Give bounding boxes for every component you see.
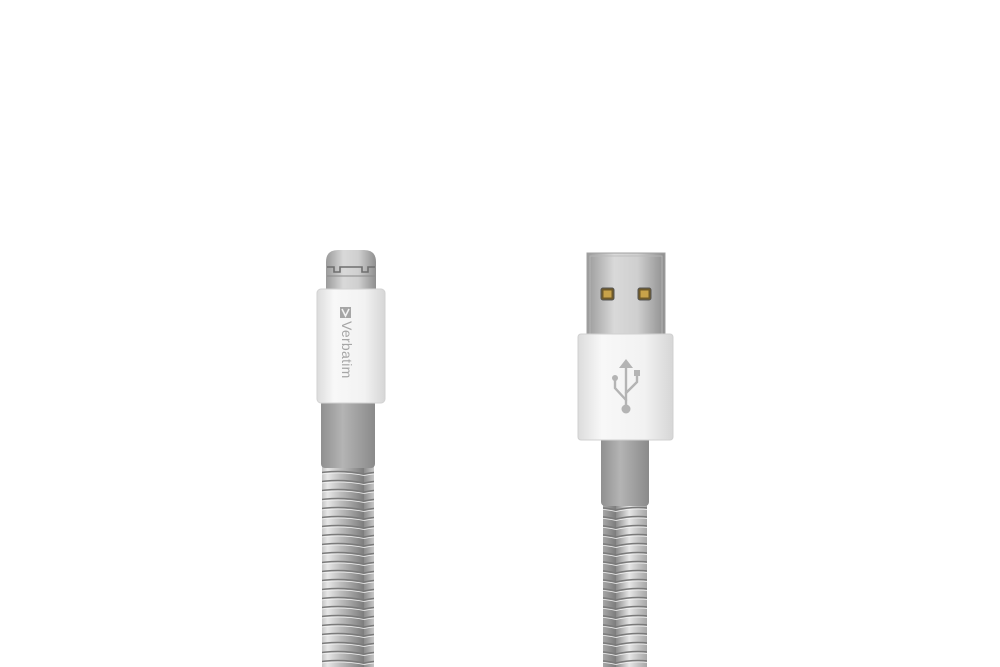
- micro-usb-housing: [316, 288, 386, 404]
- micro-usb-connector: Verbatim: [316, 250, 386, 667]
- usb-a-strain-relief: [601, 436, 649, 506]
- verbatim-logo-icon: [340, 307, 351, 318]
- usb-a-connector: [577, 252, 674, 667]
- micro-usb-strain-relief: [321, 400, 375, 468]
- usb-trident-icon: [612, 359, 640, 414]
- micro-usb-spring-cable: [322, 462, 374, 667]
- usb-a-metal-plug: [586, 252, 666, 337]
- usb-a-spring-cable: [603, 500, 647, 667]
- micro-usb-metal-plug: [326, 250, 376, 289]
- micro-usb-brand-text: Verbatim: [339, 321, 355, 379]
